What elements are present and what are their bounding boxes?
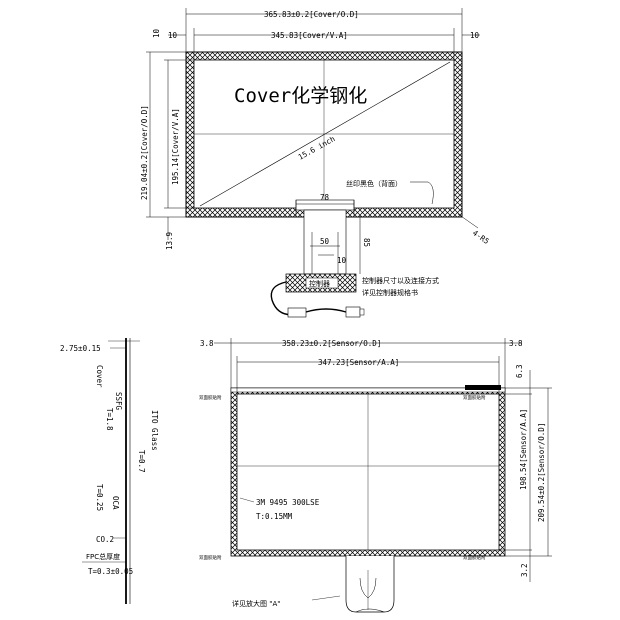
tape-thickness: T:0.15MM: [256, 512, 293, 521]
silk-note: 丝印黑色（背面）: [346, 179, 402, 188]
dim-sensor-right-margin: 3.8: [509, 339, 523, 348]
layer-ito-glass: ITO Glass: [150, 410, 159, 451]
dim-aa-width: 347.23[Sensor/A.A]: [318, 358, 399, 367]
cover-title: Cover化学钢化: [234, 85, 367, 107]
sensor-fpc: [345, 556, 395, 613]
controller-board: 控制器 控制器尺寸以及连接方式 详见控制器规格书: [285, 273, 439, 297]
dim-left-margin-vert: 10: [152, 28, 161, 38]
layer-cover-t: T=1.8: [105, 408, 114, 431]
controller-label: 控制器: [309, 279, 330, 288]
dim-aa-height: 198.54[Sensor/A.A]: [519, 409, 528, 490]
dim-sensor-height: 209.54±0.2[Sensor/O.D]: [537, 423, 546, 522]
layer-oca-t: T=0.25: [95, 484, 104, 511]
dim-va-width: 345.83[Cover/V.A]: [271, 31, 348, 40]
layer-oca: OCA: [111, 496, 120, 510]
dim-right-margin: 10: [470, 31, 480, 40]
co-label: CO.2: [96, 535, 114, 544]
dim-va-height: 195.14[Cover/V.A]: [171, 108, 180, 185]
dim-sensor-left-margin: 3.8: [200, 339, 214, 348]
layer-ito-t: T=0.7: [137, 450, 146, 473]
top-cover-drawing: 15.6 inch Cover化学钢化 365.83±0.2[Cover/O.D…: [140, 8, 491, 318]
tape-note-br: 双面胶贴附: [463, 554, 486, 561]
usb-cable: [270, 281, 365, 318]
dim-sensor-bottom-margin: 3.2: [520, 563, 529, 577]
tape-note-tr: 双面胶贴附: [463, 394, 486, 401]
detail-label: 详见放大图 "A": [232, 599, 280, 608]
dim-left-margin: 10: [168, 31, 178, 40]
dim-bottom-margin: 13.9: [165, 232, 174, 250]
dim-sensor-top-margin: 6.3: [515, 364, 524, 378]
bottom-sensor-drawing: 3M 9495 300LSE T:0.15MM 双面胶贴附 双面胶贴附 双面胶贴…: [199, 338, 552, 613]
corner-radius: 4-R5: [471, 228, 491, 246]
dim-sensor-width: 358.23±0.2[Sensor/O.D]: [282, 339, 381, 348]
fpc-total-label: FPC总厚度: [86, 552, 120, 561]
tape-note-bl: 双面胶贴附: [199, 554, 222, 561]
diagonal-line: [199, 61, 451, 207]
controller-note-2: 详见控制器规格书: [362, 288, 418, 297]
fpc-width: 78: [320, 193, 330, 202]
dim-cover-width: 365.83±0.2[Cover/O.D]: [264, 10, 359, 19]
fpc-inner: 50: [320, 237, 330, 246]
fpc-tail-length: 10: [337, 256, 347, 265]
tape-label: 3M 9495 300LSE: [256, 498, 320, 507]
side-section: 2.75±0.15 Cover T=1.8 SSFG ITO Glass T=0…: [60, 338, 159, 604]
tape-note-tl: 双面胶贴附: [199, 394, 222, 401]
fpc-length: 85: [362, 238, 371, 247]
controller-note-1: 控制器尺寸以及连接方式: [362, 276, 439, 285]
dim-cover-height: 219.04±0.2[Cover/O.D]: [140, 105, 149, 200]
layer-cover-ssfg: SSFG: [114, 392, 123, 411]
layer-cover: Cover: [95, 365, 104, 388]
fpc-tail: 78 50 10 85: [295, 193, 371, 275]
fpc-total-value: T=0.3±0.05: [88, 567, 133, 576]
total-thickness: 2.75±0.15: [60, 344, 101, 353]
